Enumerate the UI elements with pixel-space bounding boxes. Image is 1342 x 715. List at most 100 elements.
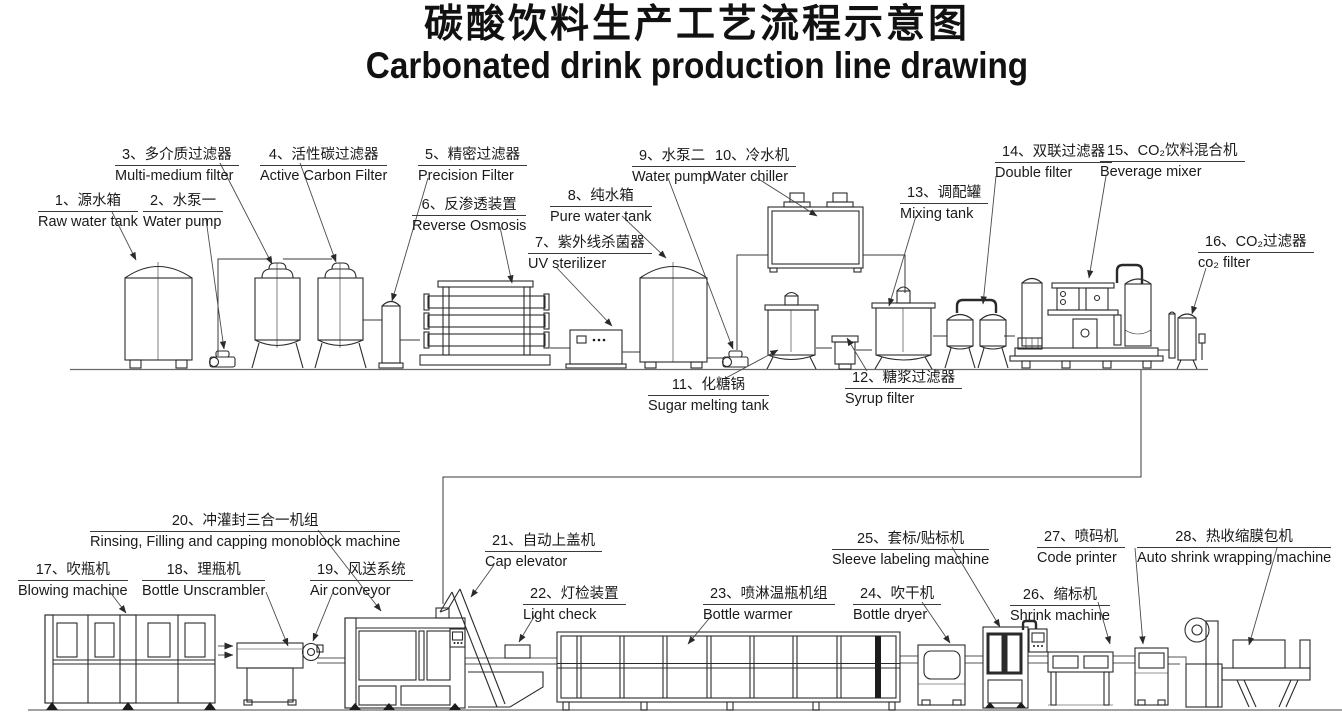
equipment-label-zh: 17、吹瓶机: [18, 561, 128, 582]
equipment-label-zh: 27、喷码机: [1037, 528, 1126, 549]
equipment-label-en: Air conveyor: [310, 583, 391, 600]
ground-lines: [28, 368, 1342, 711]
leader-line: [299, 162, 337, 263]
leader-line: [499, 226, 514, 284]
equipment-label: 7、紫外线杀菌器 UV sterilizer: [528, 234, 652, 273]
leader-line: [846, 337, 868, 372]
water-pump-1-drawing: [208, 350, 236, 368]
leader-line: [621, 215, 667, 259]
equipment-label-en: Pure water tank: [550, 209, 652, 226]
equipment-label-en: Rinsing, Filling and capping monoblock m…: [90, 534, 401, 551]
pure-water-tank-drawing: [639, 262, 708, 369]
equipment-label-en: Water pump: [632, 169, 711, 186]
equipment-label-zh: 9、水泵二: [632, 147, 713, 168]
leader-line: [219, 162, 273, 265]
leader-line: [518, 614, 536, 643]
equipment-label-zh: 5、精密过滤器: [418, 146, 528, 167]
title-chinese: 碳酸饮料生产工艺流程示意图: [423, 3, 970, 46]
equipment-label-en: Bottle warmer: [703, 607, 793, 624]
light-check-drawing: [504, 644, 531, 659]
transfer-line: [442, 370, 1142, 604]
precision-filter-drawing: [378, 300, 404, 369]
equipment-label: 28、热收缩膜包机 Auto shrink wrapping machine: [1137, 528, 1332, 567]
equipment-label-zh: 21、自动上盖机: [485, 532, 603, 553]
equipment-label: 4、活性碳过滤器 Active Carbon Filter: [260, 146, 388, 185]
equipment-label: 3、多介质过滤器 Multi-medium filter: [115, 146, 239, 185]
water-chiller-drawing: [767, 192, 864, 273]
leader-line: [1191, 267, 1207, 315]
title-english: Carbonated drink production line drawing: [365, 44, 1029, 86]
equipment-label-en: Sleeve labeling machine: [832, 552, 990, 569]
equipment-label-en: Beverage mixer: [1100, 164, 1202, 181]
equipment-label-en: Raw water tank: [38, 214, 138, 231]
leader-lines: [109, 162, 1278, 647]
equipment-label-zh: 7、紫外线杀菌器: [528, 234, 652, 255]
equipment-label: 8、纯水箱 Pure water tank: [550, 187, 652, 226]
equipment-label-en: Double filter: [995, 165, 1073, 182]
leader-line: [391, 177, 429, 302]
equipment-label-zh: 16、CO₂过滤器: [1198, 233, 1314, 254]
equipment-label-zh: 18、理瓶机: [142, 561, 266, 582]
leader-line: [723, 349, 779, 380]
piping: [217, 254, 1169, 359]
equipment-label-zh: 1、源水箱: [38, 192, 138, 213]
equipment-label-zh: 20、冲灌封三合一机组: [90, 512, 401, 533]
equipment-label: 27、喷码机 Code printer: [1037, 528, 1126, 567]
co2-filter-drawing: [1168, 311, 1206, 370]
equipment-label: 15、CO₂饮料混合机 Beverage mixer: [1100, 142, 1245, 181]
equipment-label-en: Reverse Osmosis: [412, 218, 527, 235]
double-filter-drawing: [944, 298, 1009, 369]
equipment-label-en: Precision Filter: [418, 168, 514, 185]
equipment-label-en: Cap elevator: [485, 554, 568, 571]
equipment-label-zh: 6、反渗透装置: [412, 196, 527, 217]
leader-line: [756, 177, 818, 217]
equipment-label-zh: 24、吹干机: [853, 585, 942, 606]
equipment-label-en: Code printer: [1037, 550, 1117, 567]
active-carbon-filter-drawing: [314, 262, 367, 369]
equipment-label-en: Blowing machine: [18, 583, 128, 600]
equipment-label: 6、反渗透装置 Reverse Osmosis: [412, 196, 527, 235]
leader-line: [1087, 175, 1107, 279]
sleeve-labeler-drawing: [982, 619, 1048, 709]
equipment-label-en: Water chiller: [708, 169, 789, 186]
equipment-label-en: Auto shrink wrapping machine: [1137, 550, 1332, 567]
sugar-melting-tank-drawing: [764, 291, 819, 370]
equipment-label-zh: 26、缩标机: [1010, 586, 1110, 607]
shrink-machine-drawing: [1047, 651, 1114, 706]
air-conveyor-drawing: [439, 588, 544, 708]
equipment-label-zh: 22、灯检装置: [523, 585, 626, 606]
equipment-label-en: co₂ filter: [1198, 255, 1251, 272]
equipment-label-en: Mixing tank: [900, 206, 974, 223]
leader-line: [317, 529, 382, 612]
syrup-filter-drawing: [831, 335, 859, 370]
leader-line: [312, 591, 334, 642]
equipment-label: 16、CO₂过滤器 co₂ filter: [1198, 233, 1314, 272]
water-pump-2-drawing: [721, 350, 749, 368]
conveyor-rails: [218, 642, 1187, 668]
leader-line: [980, 175, 997, 305]
uv-sterilizer-drawing: [565, 329, 627, 369]
equipment-label: 25、套标/贴标机 Sleeve labeling machine: [832, 530, 990, 569]
equipment-label-zh: 23、喷淋温瓶机组: [703, 585, 835, 606]
leader-line: [111, 211, 137, 261]
leader-line: [265, 591, 289, 647]
equipment-label-zh: 4、活性碳过滤器: [260, 146, 388, 167]
equipment-label: 21、自动上盖机 Cap elevator: [485, 532, 603, 571]
equipment-label: 1、源水箱 Raw water tank: [38, 192, 138, 231]
multi-medium-filter-drawing: [251, 262, 304, 369]
code-printer-drawing: [1134, 647, 1169, 706]
leader-line: [921, 601, 951, 644]
raw-water-tank-drawing: [124, 262, 193, 369]
leader-line: [687, 614, 713, 645]
equipment-label-en: Multi-medium filter: [115, 168, 234, 185]
leader-line: [888, 215, 917, 307]
equipment-label: 17、吹瓶机 Blowing machine: [18, 561, 128, 600]
equipment-label: 11、化糖锅 Sugar melting tank: [648, 376, 769, 415]
leader-line: [1097, 601, 1111, 645]
equipment-label-en: Bottle Unscrambler: [142, 583, 266, 600]
equipment-label: 26、缩标机 Shrink machine: [1010, 586, 1110, 625]
equipment-label: 5、精密过滤器 Precision Filter: [418, 146, 528, 185]
equipment-label-en: Bottle dryer: [853, 607, 928, 624]
equipment-label: 20、冲灌封三合一机组 Rinsing, Filling and capping…: [90, 512, 401, 551]
